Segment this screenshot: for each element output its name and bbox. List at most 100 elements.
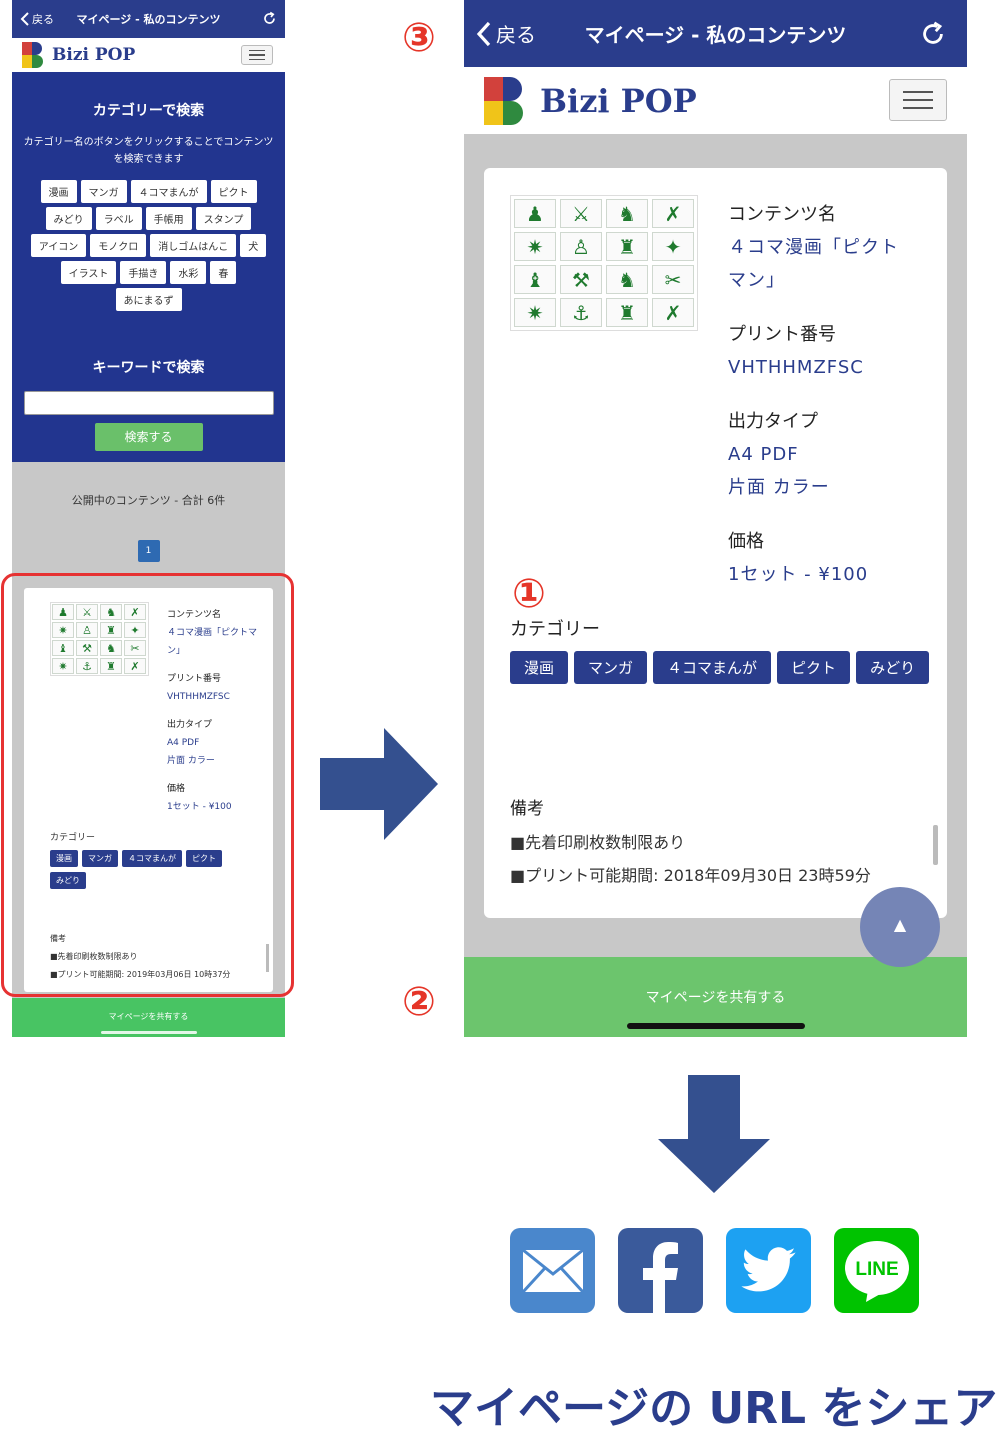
pictogram-cell: ♟ [514,199,556,228]
pictogram-cell: ♜ [100,622,122,638]
content-info: コンテンツ名 ４コマ漫画「ピクトマン」 プリント番号 VHTHHMZFSC 出力… [167,606,267,816]
category-button[interactable]: 手帳用 [145,207,192,230]
content-name-line: マン」 [728,270,785,291]
share-mypage-label: マイページを共有する [108,1012,189,1021]
pictogram-cell: ♜ [606,232,648,261]
category-button[interactable]: モノクロ [90,234,147,257]
search-button[interactable]: 検索する [94,423,203,451]
back-button[interactable]: 戻る [476,19,536,48]
pictogram-cell: ⚔ [76,604,98,620]
pictogram-cell: ⚓ [76,658,98,674]
category-button[interactable]: ピクト [210,180,257,203]
share-caption: マイページの URL をシェア [430,1383,998,1434]
mail-share-button[interactable] [510,1228,595,1313]
callout-one: ① [512,571,546,617]
pictogram-cell: ⚔ [560,199,602,228]
pictogram-cell: ⚒ [560,265,602,294]
logo-icon[interactable] [22,42,44,68]
pictogram-cell: ♞ [606,265,648,294]
reload-icon[interactable] [262,11,277,26]
mail-icon [521,1248,584,1293]
pictogram-cell: ✦ [124,622,146,638]
category-button[interactable]: スタンプ [195,207,252,230]
category-label: カテゴリー [510,619,600,640]
category-tag[interactable]: マンガ [574,651,648,684]
category-button[interactable]: イラスト [60,261,117,284]
category-button[interactable]: ４コマまんが [130,180,207,203]
category-tag[interactable]: みどり [50,872,86,889]
line-share-button[interactable]: LINE [834,1228,919,1313]
content-thumbnail[interactable]: ♟⚔♞✗✷♙♜✦♝⚒♞✂✷⚓♜✗ [50,602,149,676]
callout-two: ② [402,979,436,1025]
category-button[interactable]: 犬 [240,234,267,257]
pictogram-cell: ✦ [652,232,694,261]
output-type-label: 出力タイプ [728,411,818,432]
category-tag[interactable]: マンガ [82,850,118,867]
logo-icon[interactable] [484,76,524,125]
pictogram-cell: ✷ [52,622,74,638]
twitter-share-button[interactable] [726,1228,811,1313]
category-tag[interactable]: ４コマまんが [653,651,772,684]
brand-header: Bizi POP [12,38,285,72]
category-button[interactable]: 消しゴムはんこ [150,234,237,257]
hamburger-icon [903,91,933,93]
share-mypage-button[interactable]: マイページを共有する [12,998,285,1037]
category-button[interactable]: 手描き [120,261,167,284]
scrollbar[interactable] [933,825,938,865]
results-summary: 公開中のコンテンツ - 合計 6件 [71,494,226,507]
content-card[interactable]: ♟⚔♞✗✷♙♜✦♝⚒♞✂✷⚓♜✗ コンテンツ名 ４コマ漫画「ピクト マン」 プリ… [484,168,947,918]
line-icon: LINE [844,1240,909,1302]
pictogram-cell: ⚒ [76,640,98,656]
brand-name: Bizi POP [540,81,697,120]
category-tag[interactable]: みどり [856,651,930,684]
category-button[interactable]: 水彩 [170,261,207,284]
content-info: コンテンツ名 ４コマ漫画「ピクト マン」 プリント番号 VHTHHMZFSC 出… [728,198,928,591]
category-button[interactable]: 春 [210,261,237,284]
share-mypage-button[interactable]: マイページを共有する [464,957,967,1037]
pagination-page[interactable]: 1 [137,540,160,562]
category-button[interactable]: 漫画 [40,180,77,203]
notes-label: 備考 [50,934,66,943]
scroll-to-top-button[interactable]: ▲ [860,887,940,967]
keyword-input[interactable] [23,391,274,415]
pictogram-cell: ✂ [652,265,694,294]
category-tag[interactable]: 漫画 [510,651,569,684]
scrollbar[interactable] [266,944,269,972]
output-side-value: 片面 カラー [167,756,215,766]
arrow-down-icon [658,1075,770,1193]
callout-three: ③ [402,15,436,61]
content-name-value: ４コマ漫画「ピクト マン」 [728,231,928,297]
category-button[interactable]: みどり [45,207,92,230]
highlight-frame [1,573,294,997]
facebook-share-button[interactable] [618,1228,703,1313]
content-name-line: ４コマ漫画「ピクト [728,237,899,258]
pictogram-cell: ♜ [100,658,122,674]
note-line: ■プリント可能期間: 2018年09月30日 23時59分 [510,866,871,885]
menu-button[interactable] [241,45,273,65]
category-button[interactable]: あにまるず [115,288,182,311]
pictogram-cell: ♝ [514,265,556,294]
category-tag[interactable]: ４コマまんが [122,850,182,867]
category-tag[interactable]: ピクト [186,850,222,867]
category-button[interactable]: マンガ [80,180,127,203]
chevron-left-icon [476,21,491,46]
chevron-left-icon [20,12,29,26]
category-button[interactable]: ラベル [95,207,142,230]
back-button[interactable]: 戻る [20,11,54,27]
menu-button[interactable] [889,79,947,121]
category-tag[interactable]: ピクト [777,651,851,684]
print-number-value: VHTHHMZFSC [167,692,230,702]
pictogram-cell: ✷ [514,232,556,261]
price-value: 1セット - ¥100 [167,802,232,812]
reload-icon[interactable] [919,20,947,48]
category-search-description: カテゴリー名のボタンをクリックすることでコンテンツを検索できます [23,137,274,165]
category-tag[interactable]: 漫画 [50,850,78,867]
content-thumbnail[interactable]: ♟⚔♞✗✷♙♜✦♝⚒♞✂✷⚓♜✗ [510,195,698,331]
category-button[interactable]: アイコン [30,234,87,257]
pictogram-cell: ♞ [606,199,648,228]
print-number-label: プリント番号 [167,674,222,684]
content-card[interactable]: ♟⚔♞✗✷♙♜✦♝⚒♞✂✷⚓♜✗ コンテンツ名 ４コマ漫画「ピクトマン」 プリン… [24,588,273,992]
nav-bar: 戻る マイページ - 私のコンテンツ [12,0,285,38]
